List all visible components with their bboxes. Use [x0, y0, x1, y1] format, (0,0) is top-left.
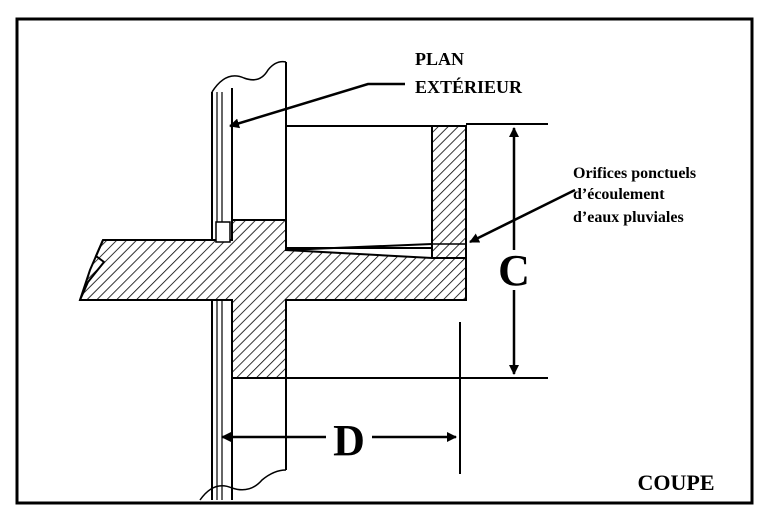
floor-slab-section	[78, 219, 467, 379]
plan-exterieur-label-line1: PLAN	[415, 49, 464, 69]
orifices-label-line3: d’eaux pluviales	[573, 209, 684, 226]
outer-frame	[15, 17, 754, 505]
plan-exterieur-label-line2: EXTÉRIEUR	[415, 76, 523, 97]
view-title: COUPE	[638, 470, 715, 495]
floor-slope-line	[285, 243, 433, 251]
parapet-hatched-section	[431, 125, 467, 259]
wall-joint	[215, 221, 231, 243]
orifices-label-line2: d’écoulement	[573, 186, 665, 203]
dimension-d-label: D	[333, 416, 365, 465]
slab-break-line	[79, 239, 106, 301]
dimension-c-label: C	[498, 246, 530, 295]
plan-exterieur-leader	[229, 82, 405, 129]
orifices-label-line1: Orifices ponctuels	[573, 165, 696, 182]
orifices-leader	[469, 188, 576, 244]
